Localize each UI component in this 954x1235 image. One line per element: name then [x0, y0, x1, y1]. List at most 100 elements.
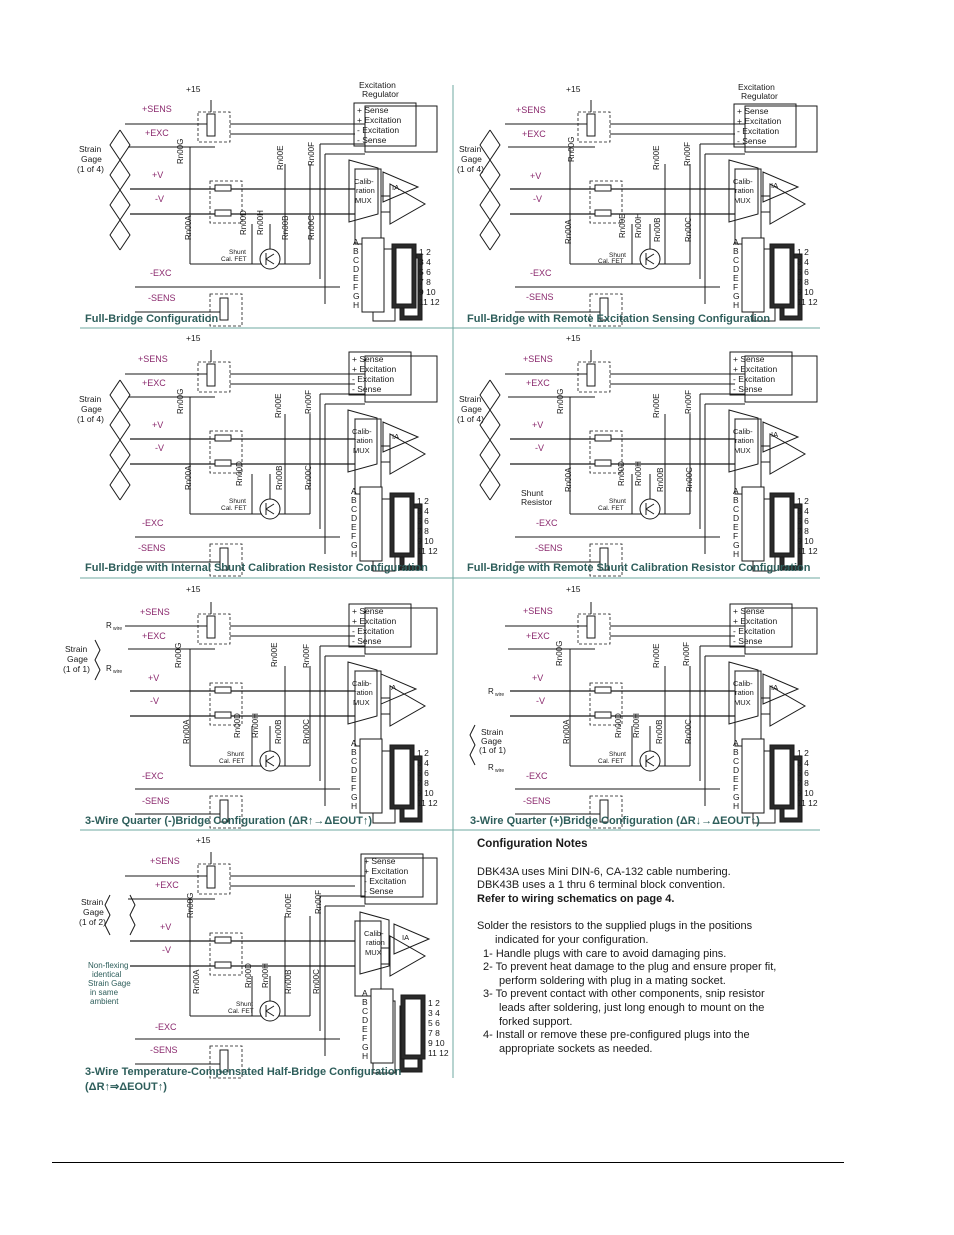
svg-text:Calib-: Calib-: [354, 177, 374, 186]
svg-text:3 4: 3 4: [428, 1008, 440, 1018]
notes-item-1: 1- Handle plugs with care to avoid damag…: [483, 947, 727, 960]
svg-text:+EXC: +EXC: [526, 378, 550, 388]
svg-text:Rn00A: Rn00A: [562, 719, 571, 744]
svg-text:1 2: 1 2: [797, 748, 809, 758]
svg-text:G: G: [351, 540, 358, 550]
svg-text:-V: -V: [533, 194, 542, 204]
svg-text:F: F: [733, 531, 738, 541]
svg-text:Strain: Strain: [481, 727, 503, 737]
svg-text:H: H: [351, 801, 357, 811]
svg-text:11 12: 11 12: [797, 297, 818, 307]
svg-text:ration: ration: [735, 186, 754, 195]
svg-text:Rn00E: Rn00E: [652, 394, 661, 418]
svg-text:A: A: [351, 486, 357, 496]
svg-text:ambient: ambient: [90, 997, 119, 1006]
caption-quarter-minus: 3-Wire Quarter (-)Bridge Configuration (…: [85, 815, 373, 827]
notes-line-2: DBK43B uses a 1 thru 6 terminal block co…: [477, 879, 726, 892]
mux-ia-labels: Calib- ration MUX IA Calib- ration MUX I…: [352, 177, 778, 957]
svg-text:Cal. FET: Cal. FET: [598, 258, 624, 265]
svg-text:1 2: 1 2: [417, 496, 429, 506]
svg-text:- Sense: - Sense: [352, 636, 382, 646]
svg-text:ration: ration: [354, 688, 373, 697]
svg-text:+SENS: +SENS: [523, 606, 553, 616]
svg-text:+15: +15: [566, 333, 581, 343]
component-labels: +15 +15 +15 +15 +15 +15 +15 Strain Gage …: [63, 80, 778, 927]
svg-text:- Sense: - Sense: [357, 135, 387, 145]
svg-text:+V: +V: [152, 170, 163, 180]
svg-text:ration: ration: [354, 436, 373, 445]
svg-text:Rn00G: Rn00G: [556, 389, 565, 414]
svg-text:Rn00D: Rn00D: [235, 461, 244, 486]
svg-text:+SENS: +SENS: [138, 354, 168, 364]
svg-text:+15: +15: [186, 84, 201, 94]
svg-text:+ Excitation: + Excitation: [733, 616, 777, 626]
svg-text:Strain: Strain: [459, 144, 481, 154]
svg-text:E: E: [362, 1024, 368, 1034]
svg-text:C: C: [733, 504, 739, 514]
svg-text:- Excitation: - Excitation: [352, 626, 394, 636]
svg-text:R: R: [106, 664, 112, 673]
svg-text:Cal. FET: Cal. FET: [221, 256, 247, 263]
svg-text:(1 of 4): (1 of 4): [77, 414, 104, 424]
svg-text:A: A: [353, 237, 359, 247]
svg-text:A: A: [733, 237, 739, 247]
svg-text:7 8: 7 8: [417, 526, 429, 536]
svg-text:IA: IA: [402, 933, 409, 942]
caption-half-bridge: 3-Wire Temperature-Compensated Half-Brid…: [85, 1066, 402, 1078]
svg-text:Rn00B: Rn00B: [656, 468, 665, 492]
svg-text:G: G: [733, 540, 740, 550]
svg-text:5 6: 5 6: [797, 267, 809, 277]
nonflex-note: Non-flexing identical Strain Gage in sam…: [88, 961, 131, 1006]
svg-text:D: D: [733, 264, 739, 274]
svg-text:(1 of 1): (1 of 1): [479, 745, 506, 755]
svg-text:Rn00E: Rn00E: [652, 644, 661, 668]
svg-text:wire: wire: [113, 669, 122, 675]
svg-text:E: E: [351, 522, 357, 532]
signal-labels: +SENS +EXC +V -V -EXC -SENS +SENS +EXC +…: [138, 104, 563, 1055]
svg-text:+ Sense: + Sense: [733, 606, 765, 616]
svg-text:+ Excitation: + Excitation: [357, 115, 401, 125]
notes-item-3c: forked support.: [499, 1015, 573, 1028]
svg-text:9 10: 9 10: [797, 788, 814, 798]
svg-text:H: H: [351, 549, 357, 559]
svg-text:IA: IA: [771, 430, 778, 439]
caption-quarter-plus: 3-Wire Quarter (+)Bridge Configuration (…: [470, 815, 760, 827]
svg-text:F: F: [733, 282, 738, 292]
svg-text:D: D: [733, 765, 739, 775]
svg-text:-V: -V: [155, 194, 164, 204]
svg-text:D: D: [351, 513, 357, 523]
svg-text:-EXC: -EXC: [526, 771, 548, 781]
svg-text:Rn00G: Rn00G: [174, 643, 183, 668]
svg-text:1 2: 1 2: [797, 247, 809, 257]
svg-text:5 6: 5 6: [797, 768, 809, 778]
svg-text:-SENS: -SENS: [526, 292, 554, 302]
svg-text:F: F: [351, 531, 356, 541]
svg-text:Cal. FET: Cal. FET: [221, 505, 247, 512]
svg-text:-V: -V: [162, 945, 171, 955]
remote-shunt-label: Shunt Resistor: [521, 488, 552, 507]
svg-text:+ Sense: + Sense: [352, 606, 384, 616]
svg-text:E: E: [353, 273, 359, 283]
svg-text:3 4: 3 4: [419, 257, 431, 267]
svg-text:-V: -V: [535, 443, 544, 453]
svg-text:Rn00E: Rn00E: [276, 146, 285, 170]
svg-text:R: R: [488, 687, 494, 696]
svg-text:Rn00A: Rn00A: [564, 467, 573, 492]
svg-text:- Excitation: - Excitation: [364, 876, 406, 886]
svg-text:3 4: 3 4: [797, 506, 809, 516]
svg-text:H: H: [733, 801, 739, 811]
svg-text:Cal. FET: Cal. FET: [598, 505, 624, 512]
resistor-labels: Rn00G Rn00E Rn00F Rn00A Rn00D Rn00H Rn00…: [174, 137, 694, 994]
svg-text:E: E: [351, 774, 357, 784]
svg-text:-EXC: -EXC: [142, 771, 164, 781]
svg-text:Rn00F: Rn00F: [304, 390, 313, 414]
svg-text:+ Sense: + Sense: [357, 105, 389, 115]
svg-text:Rn00F: Rn00F: [302, 644, 311, 668]
svg-text:Rn00H: Rn00H: [634, 213, 643, 238]
svg-text:+SENS: +SENS: [523, 354, 553, 364]
svg-text:1 2: 1 2: [417, 748, 429, 758]
regulator-rows: + Sense + Excitation - Excitation - Sens…: [352, 105, 781, 896]
notes-item-4b: appropriate sockets as needed.: [499, 1042, 653, 1055]
